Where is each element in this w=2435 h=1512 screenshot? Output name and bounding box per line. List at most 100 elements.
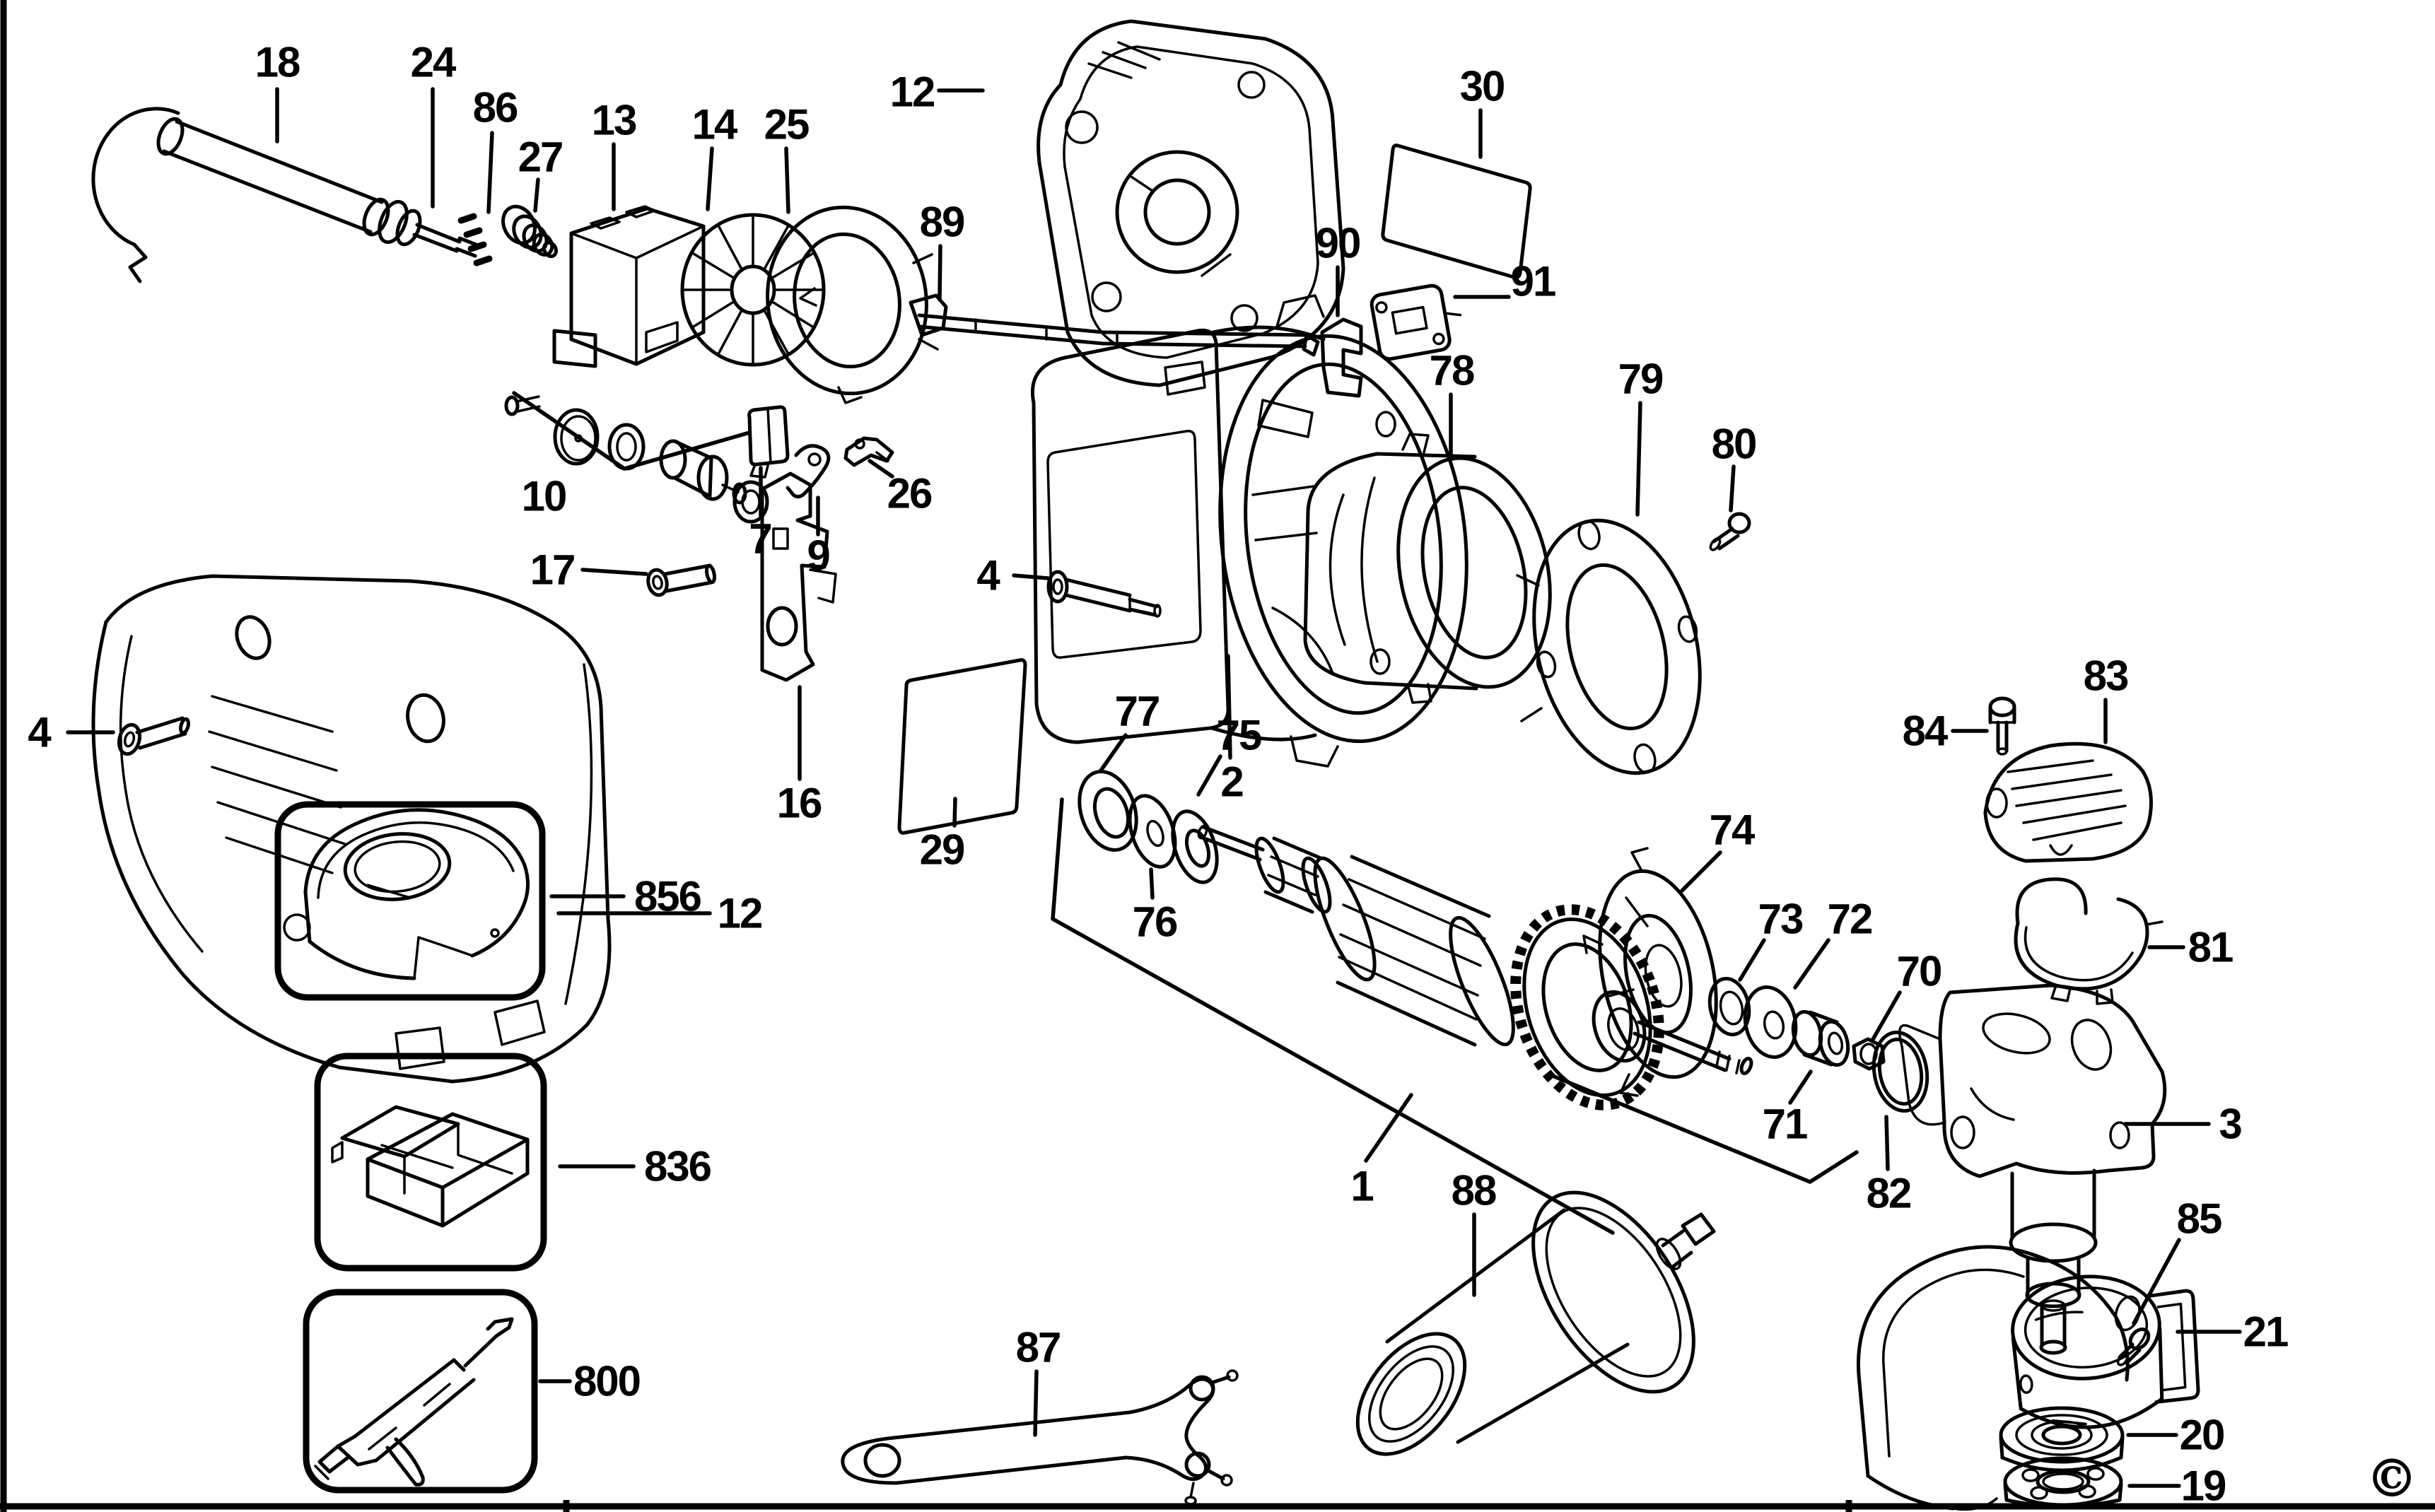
copyright-symbol: ©: [2366, 1448, 2418, 1509]
leader-line-2: [1226, 654, 1232, 760]
leader-line-82: [1884, 1115, 1890, 1171]
part-callout-77: 77: [1115, 688, 1160, 735]
part-callout-82: 82: [1867, 1170, 1911, 1217]
leader-line-86: [486, 131, 494, 214]
leader-line-80: [1729, 464, 1736, 512]
part-callout-25: 25: [764, 101, 809, 148]
part-drawing-71-bushing: [1791, 1009, 1850, 1067]
part-callout-10: 10: [522, 473, 566, 520]
part-drawing-18-handle-tube: [91, 107, 480, 283]
part-callout-836: 836: [644, 1143, 711, 1190]
leader-line-85: [2132, 1238, 2181, 1325]
part-drawing-2-motor-housing: [1031, 294, 1468, 768]
part-drawing-80-screw: [1709, 512, 1751, 551]
part-callout-74: 74: [1710, 807, 1756, 854]
leader-line-4: [1012, 573, 1050, 580]
part-callout-12: 12: [718, 890, 762, 937]
part-callout-81: 81: [2188, 924, 2233, 971]
part-callout-800: 800: [573, 1358, 640, 1405]
part-callout-29: 29: [920, 826, 964, 874]
leader-line-25: [784, 146, 790, 214]
part-drawing-25-baffle: [766, 205, 939, 404]
part-callout-79: 79: [1618, 356, 1663, 403]
part-drawing-4-screw-middle: [1046, 570, 1162, 618]
part-drawing-79-bearing-plate: [1516, 518, 1702, 775]
leader-line-1: [1051, 797, 1615, 1235]
part-callout-17: 17: [530, 546, 575, 594]
part-drawing-84-screw: [1988, 696, 2016, 756]
part-drawing-26-clip: [843, 436, 894, 467]
part-drawing-83-cover: [1983, 742, 2153, 863]
part-callout-71: 71: [1763, 1101, 1807, 1148]
part-drawing-12-clamshell: [91, 574, 612, 1084]
leader-line-14: [706, 146, 714, 211]
part-drawing-19-outer-flange: [2003, 1456, 2123, 1508]
part-callout-88: 88: [1452, 1167, 1496, 1214]
leader-line-76: [1149, 867, 1155, 900]
leader-line-17: [580, 568, 648, 576]
part-callout-30: 30: [1460, 63, 1505, 110]
part-callout-89: 89: [920, 199, 964, 246]
part-drawing-76-washer: [1128, 794, 1177, 869]
part-drawing-89-brush-lead: [909, 293, 1320, 357]
part-drawing-90-bracket: [1320, 317, 1363, 398]
accessory-box-856: [274, 801, 546, 1001]
part-callout-856: 856: [634, 873, 701, 920]
part-callout-75: 75: [1217, 712, 1261, 759]
part-drawing-86-clips: [457, 213, 493, 266]
part-drawing-30-label-plate: [1381, 143, 1532, 279]
accessory-box-800: [303, 1289, 538, 1494]
part-callout-4: 4: [28, 709, 52, 756]
part-callout-1: 1: [1350, 1163, 1373, 1210]
part-callout-18: 18: [255, 39, 300, 86]
part-callout-70: 70: [1897, 948, 1941, 995]
leader-line-71: [1788, 1069, 1813, 1105]
part-callout-84: 84: [1903, 708, 1949, 755]
part-callout-80: 80: [1712, 421, 1756, 468]
part-callout-86: 86: [473, 84, 518, 131]
part-callout-26: 26: [887, 470, 932, 517]
part-callout-85: 85: [2177, 1195, 2221, 1243]
part-drawing-78-field: [1303, 433, 1552, 704]
part-callout-20: 20: [2180, 1412, 2224, 1459]
part-callout-19: 19: [2181, 1463, 2226, 1510]
leader-line-29: [952, 797, 957, 828]
part-callout-90: 90: [1316, 220, 1360, 267]
part-callout-73: 73: [1758, 896, 1803, 943]
part-drawing-87-wrench: [841, 1369, 1239, 1506]
part-drawing-9-spring: [786, 444, 831, 499]
leader-line-79: [1635, 401, 1642, 517]
part-drawing-4-screw-left: [117, 716, 190, 756]
leader-line-10: [512, 391, 752, 471]
part-callout-2: 2: [1220, 758, 1242, 806]
part-drawing-7-bushing: [747, 405, 790, 479]
leader-line-74: [1680, 850, 1722, 893]
part-drawing-20-flange: [1999, 1406, 2125, 1472]
leader-line-77: [1099, 733, 1128, 773]
part-drawing-81-clamp-ring: [2014, 877, 2164, 1005]
part-callout-27: 27: [518, 134, 563, 181]
part-callout-87: 87: [1016, 1324, 1061, 1371]
part-drawing-75-washer: [1171, 809, 1219, 884]
part-drawing-88-side-handle: [1355, 1190, 1716, 1456]
part-callout-21: 21: [2243, 1308, 2288, 1356]
leader-line-70: [1870, 990, 1902, 1043]
part-callout-78: 78: [1430, 347, 1474, 394]
leader-line-27: [533, 177, 540, 213]
part-callout-24: 24: [411, 39, 457, 86]
accessory-box-836: [314, 1053, 547, 1272]
leader-line-72: [1793, 938, 1830, 990]
part-drawing-10-spindle-lock-kit: [504, 395, 769, 524]
part-drawing-14-fan: [680, 213, 826, 367]
leader-line-71: [1551, 1074, 1859, 1184]
leader-line-1: [1364, 1093, 1413, 1163]
part-drawing-29-label-plate: [897, 658, 1027, 835]
part-callout-13: 13: [592, 97, 636, 144]
part-drawing-13-switch: [552, 205, 706, 368]
part-callout-3: 3: [2219, 1101, 2241, 1148]
part-callout-14: 14: [692, 101, 738, 148]
leader-line-87: [1033, 1369, 1039, 1437]
part-callout-72: 72: [1828, 896, 1872, 943]
